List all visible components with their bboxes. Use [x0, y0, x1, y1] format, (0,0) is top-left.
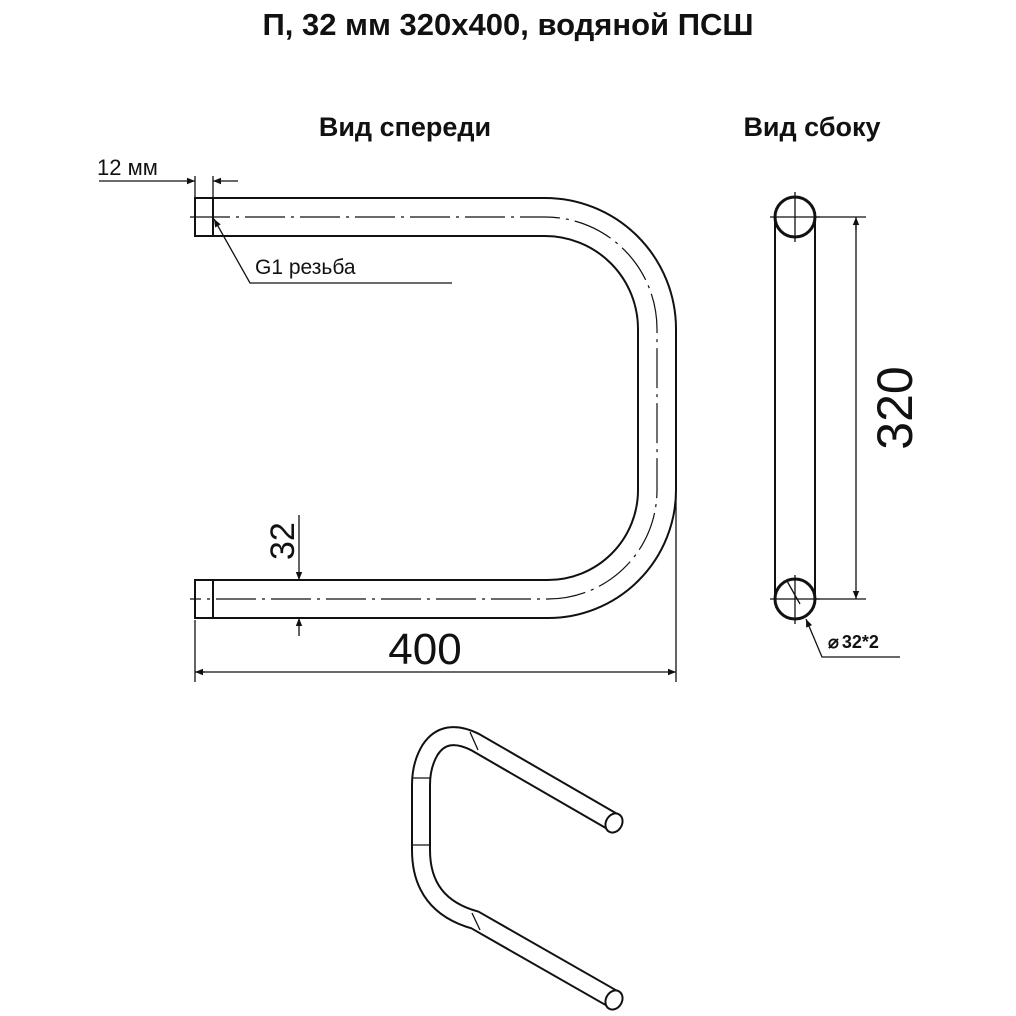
top-thread-fitting [194, 197, 214, 237]
svg-text:G1 резьба: G1 резьба [255, 256, 356, 279]
width-dimension: 400 [194, 495, 677, 682]
svg-text:320: 320 [867, 366, 923, 449]
svg-text:32: 32 [264, 522, 302, 560]
svg-text:⌀32*2: ⌀32*2 [828, 632, 879, 652]
thread-length-dimension: 12 мм [97, 155, 238, 198]
bottom-thread-fitting [194, 579, 214, 619]
svg-text:400: 400 [388, 625, 461, 674]
isometric-view [411, 726, 624, 1011]
front-view-pipe [190, 197, 677, 619]
svg-text:12 мм: 12 мм [97, 155, 158, 180]
diameter-leader: ⌀32*2 [786, 580, 900, 658]
pipe-diameter-dimension: 32 [264, 515, 303, 636]
page-title: П, 32 мм 320x400, водяной ПСШ [262, 7, 753, 42]
side-view-heading: Вид сбоку [743, 112, 880, 142]
thread-note-leader: G1 резьба [213, 218, 452, 284]
side-view-pipe [770, 192, 820, 624]
height-dimension: 320 [815, 216, 923, 600]
front-view-heading: Вид спереди [319, 112, 491, 142]
